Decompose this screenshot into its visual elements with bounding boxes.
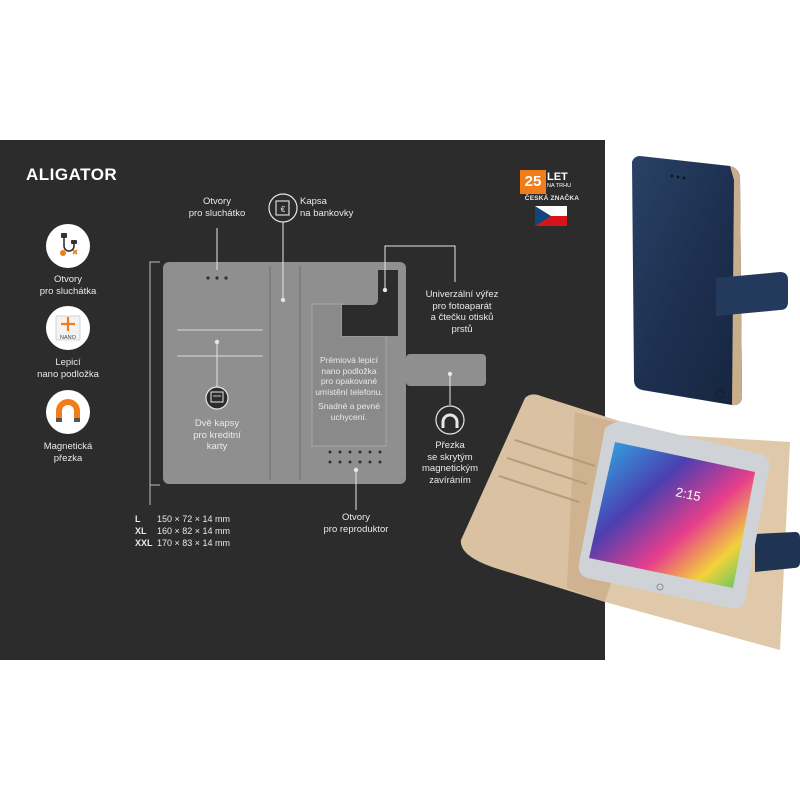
callout-speaker: Otvory pro reproduktor [310,512,402,535]
dimension-row: XL 160 × 82 × 14 mm [135,525,230,537]
czech-flag-icon [535,206,567,226]
earpiece-hole [206,276,210,280]
case-strap [406,354,486,386]
dimension-value: 160 × 82 × 14 mm [157,526,231,536]
nano-feature-circle: NANO [46,306,90,350]
open-case-photo: 2:15 [460,394,800,650]
headphones-icon [60,233,78,256]
brand-logo: ALIGATOR [26,165,118,184]
callout-line: pro sluchátko [188,207,246,219]
callout-line: pro fotoaparát [432,300,492,312]
callout-line: pro reproduktor [323,523,389,535]
dimension-size: XL [135,526,147,536]
callout-camera: Univerzální výřez pro fotoaparát a čtečk… [412,289,512,335]
dimension-row: XXL 170 × 83 × 14 mm [135,537,230,549]
headphones-feature-circle [46,224,90,268]
dimension-value: 170 × 83 × 14 mm [157,538,231,548]
feature-label-line: Lepicí [55,357,81,368]
nano-tag: NANO [60,335,77,341]
earpiece-hole [224,276,228,280]
callout-clasp: Přezka se skrytým magnetickým zavíráním [410,440,490,486]
dimensions-table: L 150 × 72 × 14 mm XL 160 × 82 × 14 mm XXL… [135,513,230,549]
anniversary-badge: 25 LET NA TRHU [520,170,582,194]
callout-line: nano podložka [321,365,377,376]
feature-label-headphones: Otvory pro sluchátka [30,274,106,297]
callout-nano-pad: Prémiová lepicí nano podložka pro opakov… [306,355,392,422]
leader-dot [214,339,220,345]
callout-line: uchycení. [330,411,368,422]
case-diagram: € [149,193,486,510]
callout-line: Univerzální výřez [425,289,499,300]
badge-na-trhu: NA TRHU [547,183,572,189]
leader-camera [384,245,456,290]
dimension-row: L 150 × 72 × 14 mm [135,513,230,525]
callout-line: Prémiová lepicí [319,355,379,365]
callout-line: karty [206,441,228,452]
magnet-icon [56,399,80,422]
badge-subtitle: ČESKÁ ZNAČKA [524,195,580,202]
callout-line: Kapsa [300,196,327,207]
callout-line: prstů [451,323,473,335]
dimension-bracket [149,261,160,486]
leader-dot [447,371,453,377]
leader-dot [280,297,286,303]
dimension-size: XXL [135,538,153,548]
callout-line: Otvory [203,196,231,207]
callout-line: na bankovky [300,207,354,219]
camera-cutout [342,270,398,336]
callout-line: Otvory [342,512,370,523]
feature-label-line: přezka [53,452,83,464]
callout-line: pro kreditní [193,429,241,441]
callout-line: zavíráním [429,474,471,486]
closed-case-photo [632,156,788,406]
callout-line: Dvě kapsy [194,418,240,429]
leader-dot [382,287,388,293]
callout-line: Přezka [435,440,465,451]
phone-clock: 2:15 [674,484,702,504]
badge-number: 25 [520,170,546,194]
feature-label-magnet: Magnetická přezka [30,441,106,464]
svg-text:€: € [281,205,286,214]
callout-earpiece: Otvory pro sluchátko [172,196,262,219]
callout-cards: Dvě kapsy pro kreditní karty [180,418,254,453]
callout-line: pro opakované [320,376,378,386]
feature-label-line: pro sluchátka [39,285,97,297]
nano-pad-icon: NANO [55,315,81,341]
callout-line: se skrytým [427,451,473,463]
card-pocket-icon [205,386,229,410]
dimension-size: L [135,514,141,524]
callout-line: umístění telefonu. [315,386,383,397]
feature-label-line: Otvory [54,274,82,285]
feature-label-line: Magnetická [43,441,93,452]
magnet-feature-circle [46,390,90,434]
feature-label-nano: Lepicí nano podložka [30,357,106,380]
callout-banknote: Kapsa na bankovky [300,196,372,219]
earpiece-hole [215,276,219,280]
callout-line: magnetickým [422,463,478,474]
speaker-holes [328,450,382,464]
feature-label-line: nano podložka [37,368,99,380]
badge-let: LET [547,171,568,183]
callout-line: a čtečku otisků [430,312,494,323]
dimension-value: 150 × 72 × 14 mm [157,514,231,524]
callout-line: Snadné a pevné [318,401,380,411]
leader-dot [353,467,359,473]
